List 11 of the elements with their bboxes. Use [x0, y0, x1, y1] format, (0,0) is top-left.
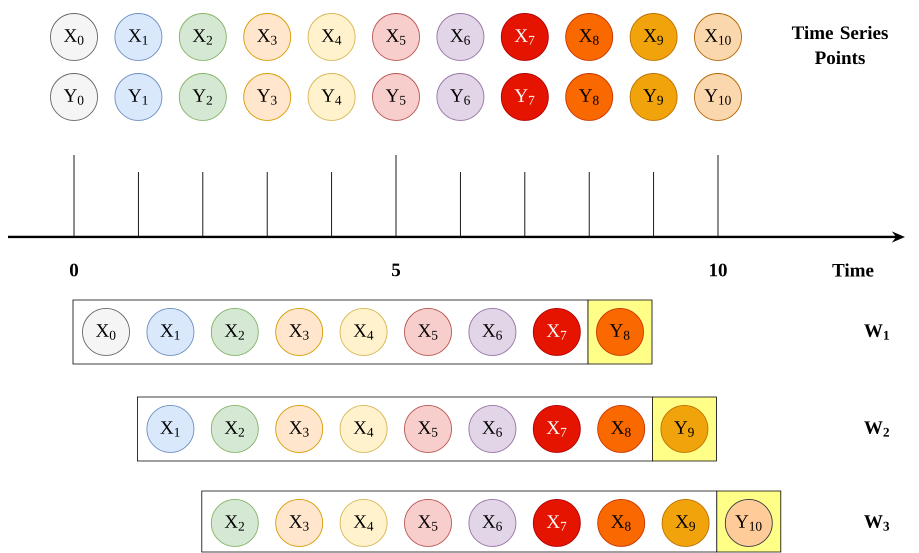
window-label: W$_{1}$ — [864, 324, 889, 340]
window-box — [201, 490, 718, 552]
axis-number: 5 — [392, 264, 400, 276]
window-box — [72, 300, 588, 364]
series-label: Time Series Points — [792, 26, 888, 64]
axis-number: 10 — [710, 264, 727, 276]
window-label: W$_{2}$ — [864, 421, 889, 437]
window-box — [137, 396, 653, 462]
axis-title: Time — [832, 263, 874, 277]
axis-number: 0 — [70, 264, 78, 276]
window-label: W$_{3}$ — [864, 515, 890, 531]
